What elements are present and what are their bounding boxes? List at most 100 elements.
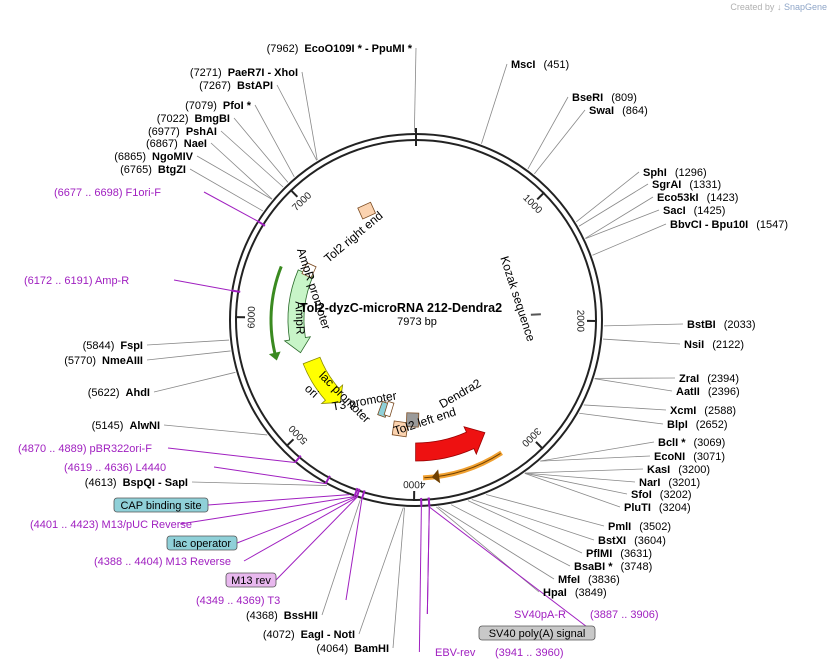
site-position: (3631) (620, 548, 652, 560)
site-position: (864) (622, 105, 648, 117)
site-label: (5145)AlwNI (92, 420, 160, 432)
primer-leader (179, 496, 355, 525)
feature-label: Kozak sequence (497, 254, 538, 343)
site-position: (4613) (85, 477, 117, 489)
site-position: (5844) (83, 340, 115, 352)
site-label: XcmI(2588) (670, 405, 736, 417)
site-label: (6765) BtgZI (120, 164, 186, 176)
site-position: (3202) (660, 489, 692, 501)
tick-mark (289, 188, 299, 198)
site-name: PmlI (608, 521, 631, 533)
site-label: SphI(1296) (643, 167, 707, 179)
site-leader (603, 323, 684, 327)
site-leader (210, 142, 273, 200)
site-label: (7267)BstAPI (199, 80, 273, 92)
site-leader (525, 472, 636, 483)
site-label: (4064)BamHI (316, 643, 389, 655)
site-leader (540, 441, 655, 462)
site-label: (4368)BssHII (246, 610, 318, 622)
site-leader (527, 96, 569, 170)
site-label: BstBI(2033) (687, 319, 756, 331)
site-label: EcoNI(3071) (654, 451, 725, 463)
tick-label: 6000 (246, 306, 257, 329)
site-name: AlwNI (129, 420, 160, 432)
site-leader (594, 378, 673, 392)
site-position: (7267) (199, 80, 231, 92)
primer-label: SV40pA-R (514, 609, 566, 621)
site-position: (4072) (263, 629, 295, 641)
box-leader (207, 494, 350, 506)
site-position: (6765) (120, 164, 152, 176)
credit-prefix: Created by (730, 2, 775, 12)
site-label: BstXI(3604) (598, 535, 666, 547)
site-leader (276, 84, 318, 161)
site-leader (525, 468, 644, 474)
site-position: (2122) (712, 339, 744, 351)
site-name: PfoI * (223, 100, 252, 112)
site-name: MfeI (558, 574, 580, 586)
site-leader (196, 155, 273, 200)
site-name: KasI (647, 464, 670, 476)
site-label: AatII(2396) (676, 386, 740, 398)
plasmid-length: 7973 bp (397, 316, 437, 328)
site-label: SacI(1425) (663, 205, 725, 217)
primer-leader (213, 466, 326, 485)
ori-arrow (302, 356, 344, 405)
site-name: BbvCI - Bpu10I (670, 219, 748, 231)
site-position: (3071) (693, 451, 725, 463)
site-leader (467, 500, 583, 554)
site-label: (4072)EagI - NotI (263, 629, 355, 641)
site-leader (579, 412, 664, 425)
feature-box-label: SV40 poly(A) signal (489, 628, 586, 640)
site-leader (585, 209, 660, 239)
site-position: (3201) (668, 477, 700, 489)
feature-box-label: M13 rev (231, 575, 271, 587)
primer-label: (6172 .. 6191) Amp-R (24, 275, 129, 287)
site-leader (189, 168, 264, 212)
site-position: (3849) (575, 587, 607, 599)
site-label: BclI *(3069) (658, 437, 725, 449)
feature-label: Tol2 right end (321, 208, 385, 265)
site-label: NarI(3201) (639, 477, 700, 489)
created-by-credit: Created by ↓ SnapGene (730, 2, 827, 12)
primer-binding-mark (353, 487, 359, 497)
site-name: BspQI - SapI (123, 477, 188, 489)
site-label: PluTI(3204) (624, 502, 691, 514)
site-leader (220, 130, 284, 188)
site-position: (451) (543, 59, 569, 71)
site-name: PshAI (186, 126, 217, 138)
site-position: (2394) (707, 373, 739, 385)
site-name: MscI (511, 59, 535, 71)
site-position: (1423) (707, 192, 739, 204)
site-name: NsiI (684, 339, 704, 351)
site-leader (146, 339, 230, 346)
site-name: ZraI (679, 373, 699, 385)
site-label: (7271)PaeR7I - XhoI (190, 67, 298, 79)
site-label: (7079)PfoI * (185, 100, 252, 112)
site-label: (6865)NgoMIV (114, 151, 193, 163)
site-name: BtgZI (158, 164, 186, 176)
site-position: (2588) (704, 405, 736, 417)
site-label: SwaI(864) (589, 105, 648, 117)
primer-label: (4870 .. 4889) pBR322ori-F (18, 443, 152, 455)
site-name: PluTI (624, 502, 651, 514)
primer-leader (426, 506, 430, 615)
site-position: (2033) (724, 319, 756, 331)
site-name: AatII (676, 386, 700, 398)
primer-leader (203, 191, 258, 222)
primer-leader (243, 496, 357, 562)
site-name: FspI (120, 340, 143, 352)
site-name: Eco53kI (657, 192, 699, 204)
site-name: SphI (643, 167, 667, 179)
site-position: (3604) (634, 535, 666, 547)
primer-label: (3941 .. 3960) (495, 647, 564, 659)
feature-box-label: CAP binding site (120, 500, 201, 512)
primer-binding-mark (231, 289, 241, 293)
feature-label: Dendra2 (437, 376, 484, 411)
site-label: SgrAI(1331) (652, 179, 721, 191)
site-name: NgoMIV (152, 151, 194, 163)
primer-binding-mark (324, 475, 331, 485)
primer-leader (345, 498, 363, 601)
site-name: PaeR7I - XhoI (228, 67, 298, 79)
site-name: BssHII (284, 610, 318, 622)
